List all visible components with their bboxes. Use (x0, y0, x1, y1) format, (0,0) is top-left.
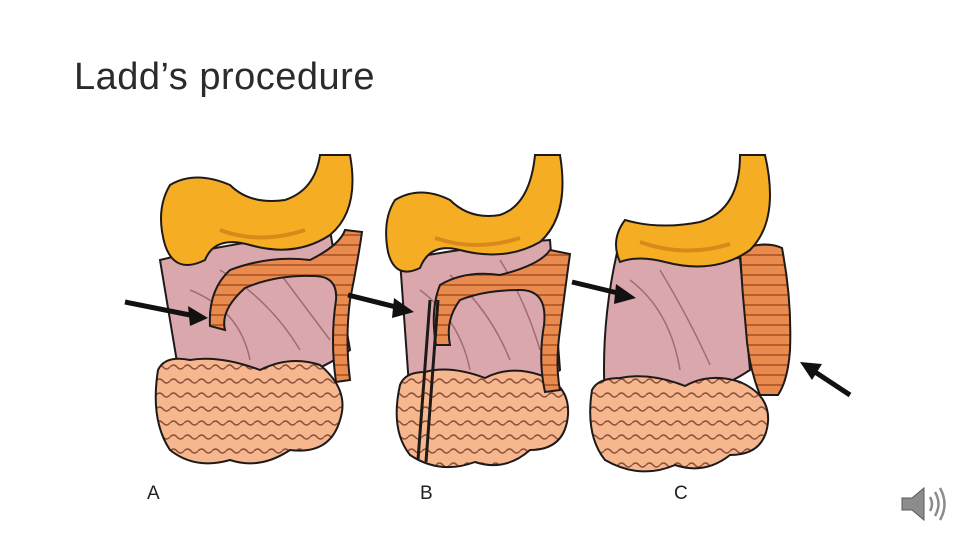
arrow-c-right (800, 362, 852, 398)
colon-c (738, 243, 792, 396)
arrow-c-top (571, 279, 636, 304)
stomach-c (615, 154, 771, 268)
colon-b (432, 248, 572, 394)
panel-b-drawing (347, 154, 572, 469)
small-bowel-c (589, 375, 770, 473)
panel-label-b: B (420, 483, 433, 504)
slide-title: Ladd’s procedure (74, 56, 375, 98)
ladds-procedure-illustration (124, 154, 852, 473)
small-bowel-b (395, 368, 570, 469)
panel-a-drawing (124, 154, 364, 465)
panel-label-a: A (147, 483, 160, 504)
arrow-a (124, 299, 208, 326)
colon-a (208, 228, 364, 384)
small-bowel-a (154, 357, 344, 465)
stomach-a (160, 154, 354, 266)
arrow-b (347, 292, 414, 318)
panel-label-c: C (674, 483, 688, 504)
speaker-icon[interactable] (898, 482, 948, 526)
panel-c-drawing (571, 154, 852, 473)
stomach-b (385, 154, 564, 273)
